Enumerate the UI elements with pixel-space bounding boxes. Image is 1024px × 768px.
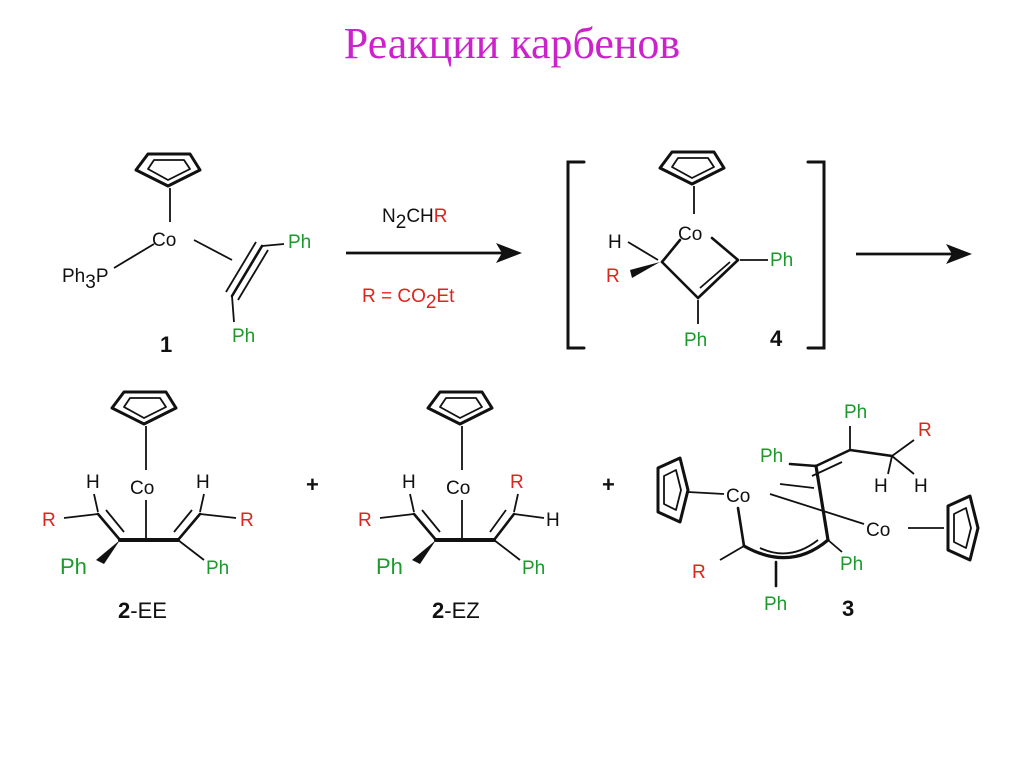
plus-sign: + (306, 472, 319, 497)
arrow-head (496, 243, 522, 263)
compound-2-ez-number: 2-EZ (432, 598, 480, 623)
phenyl-label: Ph (684, 330, 707, 351)
r-group-label: R (358, 510, 372, 531)
hydrogen-label: H (608, 232, 622, 253)
cyclopentadienyl-ring (110, 390, 178, 426)
phenyl-label: Ph (770, 250, 793, 271)
compound-3-number: 3 (842, 596, 854, 621)
phenyl-label: Ph (206, 558, 229, 579)
arrow-head (946, 244, 972, 264)
compound-2-ez: Co H R R H Ph Ph 2-EZ (358, 390, 560, 623)
phenyl-label: Ph (60, 554, 87, 579)
phenyl-label: Ph (522, 558, 545, 579)
plus-sign: + (602, 472, 615, 497)
phenyl-label: Ph (232, 326, 255, 347)
phenyl-label: Ph (760, 446, 783, 467)
hydrogen-label: H (546, 510, 560, 531)
phenyl-label: Ph (840, 554, 863, 575)
hydrogen-label: H (86, 472, 100, 493)
reagent-arrow: N2CHR R = CO2Et (346, 206, 522, 313)
phenyl-label: Ph (764, 594, 787, 615)
r-group-label: R (692, 562, 706, 583)
cobalt-label: Co (130, 478, 154, 499)
cyclopentadienyl-ring (426, 390, 494, 426)
compound-3: Co Co Ph Ph R H H Ph R Ph 3 (656, 402, 980, 621)
r-group-label: R (240, 510, 254, 531)
reagent-condition: R = CO2Et (362, 286, 455, 313)
compound-2-ee: Co H H R R Ph Ph 2-EE (42, 390, 254, 623)
hydrogen-label: H (914, 476, 928, 497)
cyclopentadienyl-ring (134, 152, 202, 188)
hydrogen-label: H (402, 472, 416, 493)
r-group-label: R (42, 510, 56, 531)
phenyl-label: Ph (288, 232, 311, 253)
cobalt-label: Co (866, 520, 890, 541)
triphenylphosphine-label: Ph3P (62, 266, 109, 293)
cobalt-label: Co (152, 230, 176, 251)
compound-1: Co Ph3P Ph Ph 1 (62, 152, 311, 357)
phenyl-label: Ph (376, 554, 403, 579)
r-group-label: R (510, 472, 524, 493)
phenyl-label: Ph (844, 402, 867, 423)
cyclopentadienyl-ring (656, 456, 690, 524)
r-group-label: R (918, 420, 932, 441)
cobalt-label: Co (678, 224, 702, 245)
r-group-label: R (606, 266, 620, 287)
second-arrow (856, 244, 972, 264)
reagent-formula: N2CHR (382, 206, 448, 233)
hydrogen-label: H (874, 476, 888, 497)
slide-title: Реакции карбенов (343, 19, 681, 68)
compound-4-number: 4 (770, 326, 783, 351)
compound-2-ee-number: 2-EE (118, 598, 167, 623)
hydrogen-label: H (196, 472, 210, 493)
cobalt-label: Co (726, 486, 750, 507)
compound-1-number: 1 (160, 332, 172, 357)
cobalt-label: Co (446, 478, 470, 499)
intermediate-4: Co H R Ph Ph 4 (566, 150, 826, 351)
cyclopentadienyl-ring (946, 494, 980, 562)
cyclopentadienyl-ring (658, 150, 726, 186)
